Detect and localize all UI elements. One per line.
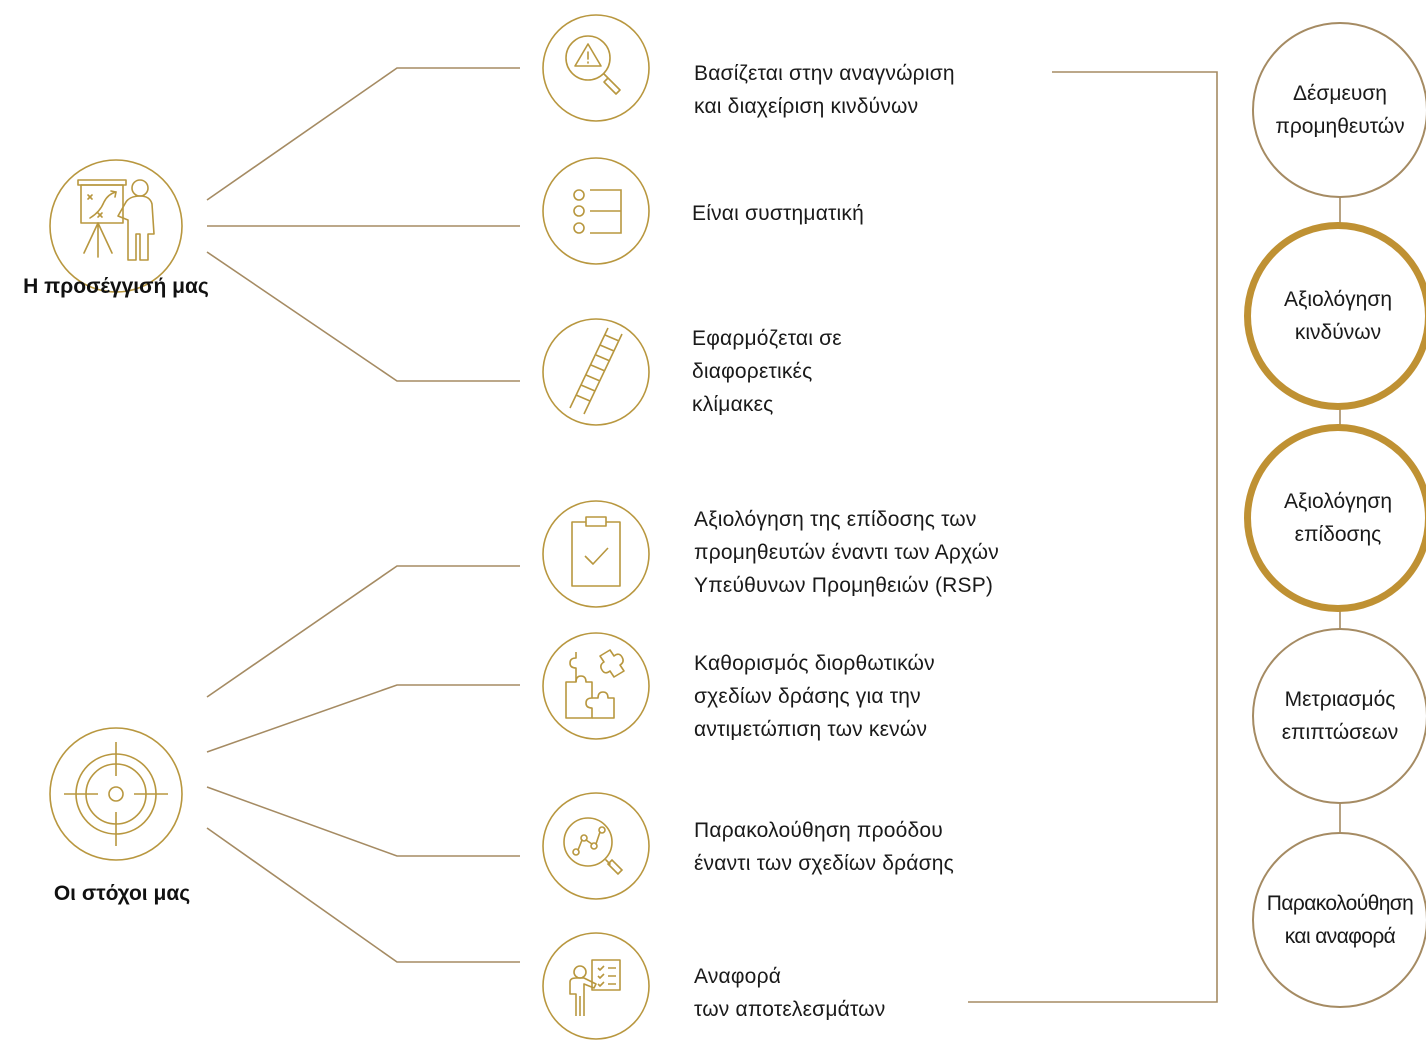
approach-item-2-text: Είναι συστηματική: [692, 202, 864, 225]
approach-item-3-text: Εφαρμόζεται σε διαφορετικές κλίμακες: [692, 327, 842, 416]
stage-supplier-engagement: Δέσμευση προμηθευτών: [1252, 22, 1426, 198]
connector-approach-3: [206, 251, 520, 382]
connector-goal-4: [206, 827, 520, 963]
approach-hub-label: Η προσέγγισή μας: [23, 275, 209, 298]
checklist-icon: [542, 157, 650, 270]
connector-goal-3: [206, 786, 520, 857]
stage-impact-mitigation: Μετριασμός επιπτώσεων: [1252, 628, 1426, 804]
approach-item-1-text: Βασίζεται στην αναγνώριση και διαχείριση…: [694, 62, 955, 118]
puzzle-icon: [542, 632, 650, 745]
connector-goal-1: [206, 565, 520, 698]
presentation-strategy-icon: [48, 158, 184, 299]
presenter-report-icon: [542, 932, 650, 1045]
goal-item-4-text: Αναφορά των αποτελεσμάτων: [694, 965, 886, 1021]
stage-risk-assessment: Αξιολόγηση κινδύνων: [1244, 222, 1426, 410]
goal-item-1-text: Αξιολόγηση της επίδοσης των προμηθευτών …: [694, 508, 999, 597]
clipboard-check-icon: [542, 500, 650, 613]
goal-item-2-text: Καθορισμός διορθωτικών σχεδίων δράσης γι…: [694, 652, 935, 741]
risk-search-icon: [542, 14, 650, 127]
goal-item-3-text: Παρακολούθηση προόδου έναντι των σχεδίων…: [694, 819, 954, 875]
connector-goal-2: [206, 684, 520, 753]
progress-search-icon: [542, 792, 650, 905]
bracket-connector: [968, 71, 1218, 1003]
target-crosshair-icon: [48, 726, 184, 867]
goals-hub-label: Οι στόχοι μας: [53, 882, 191, 905]
connector-approach-1: [206, 67, 520, 201]
ladder-icon: [542, 318, 650, 431]
stage-monitoring-reporting: Παρακολούθηση και αναφορά: [1252, 832, 1426, 1008]
stage-performance-assessment: Αξιολόγηση επίδοσης: [1244, 424, 1426, 612]
